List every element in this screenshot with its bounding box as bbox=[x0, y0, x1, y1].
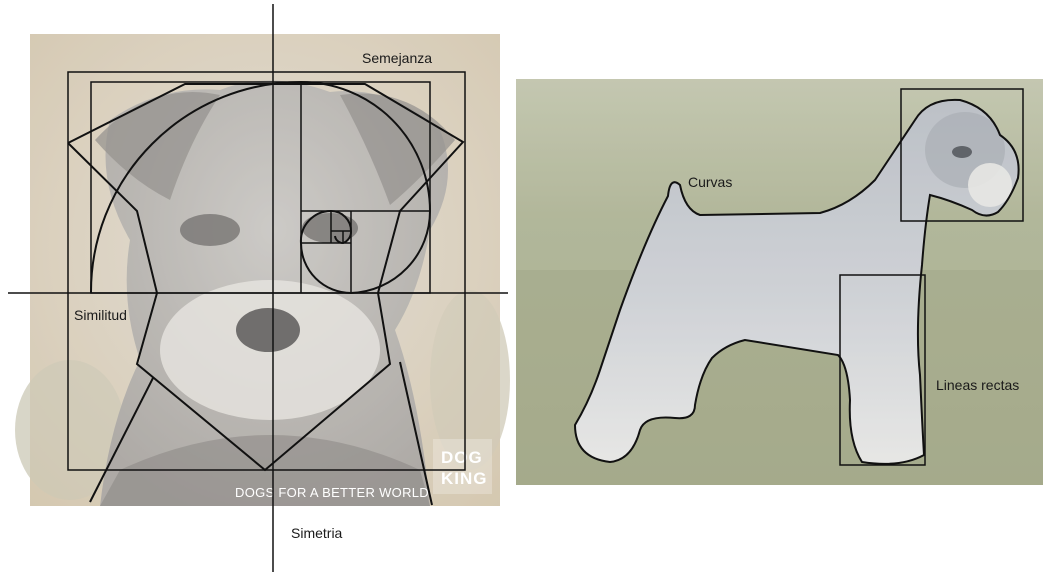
label-curvas: Curvas bbox=[688, 174, 732, 190]
label-similitud: Similitud bbox=[74, 307, 127, 323]
photo-haze bbox=[516, 79, 1043, 485]
right-photo-panel bbox=[516, 79, 1043, 485]
dogking-tagline: DOGS FOR A BETTER WORLD bbox=[235, 485, 429, 500]
left-photo-panel: DOG KING DOGS FOR A BETTER WORLD bbox=[15, 34, 510, 506]
dogking-logo-line1: DOG bbox=[441, 448, 483, 467]
label-semejanza: Semejanza bbox=[362, 50, 432, 66]
dogking-logo-line2: KING bbox=[441, 469, 488, 488]
label-simetria: Simetria bbox=[291, 525, 343, 541]
label-lineas-rectas: Lineas rectas bbox=[936, 377, 1019, 393]
